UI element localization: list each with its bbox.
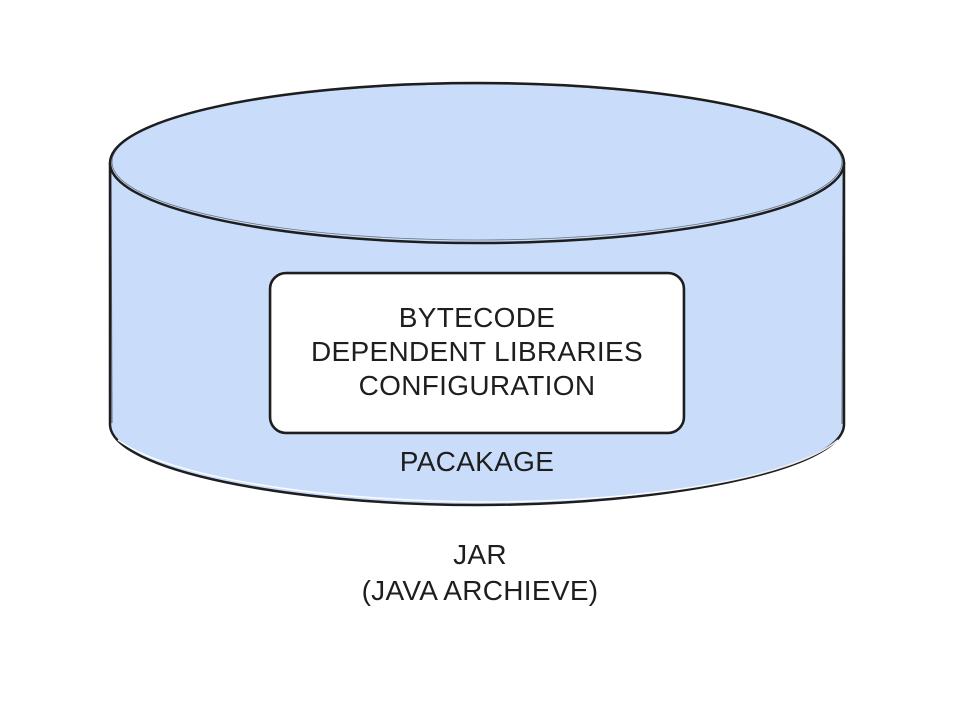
cylinder-top — [108, 81, 846, 245]
cylinder-top-sketch — [111, 83, 843, 241]
caption-title: JAR — [453, 539, 507, 570]
caption-subtitle: (JAVA ARCHIEVE) — [361, 575, 599, 606]
contents-box-sketch — [270, 273, 684, 433]
contents-box — [268, 271, 686, 435]
cylinder-label: PACAKAGE — [399, 446, 555, 477]
contents-item-configuration: CONFIGURATION — [358, 370, 596, 401]
contents-item-dependent-libraries: DEPENDENT LIBRARIES — [311, 336, 643, 367]
contents-item-bytecode: BYTECODE — [398, 302, 556, 333]
cylinder-body-sketch — [110, 164, 844, 425]
cylinder-bottom-sketch — [117, 439, 839, 503]
